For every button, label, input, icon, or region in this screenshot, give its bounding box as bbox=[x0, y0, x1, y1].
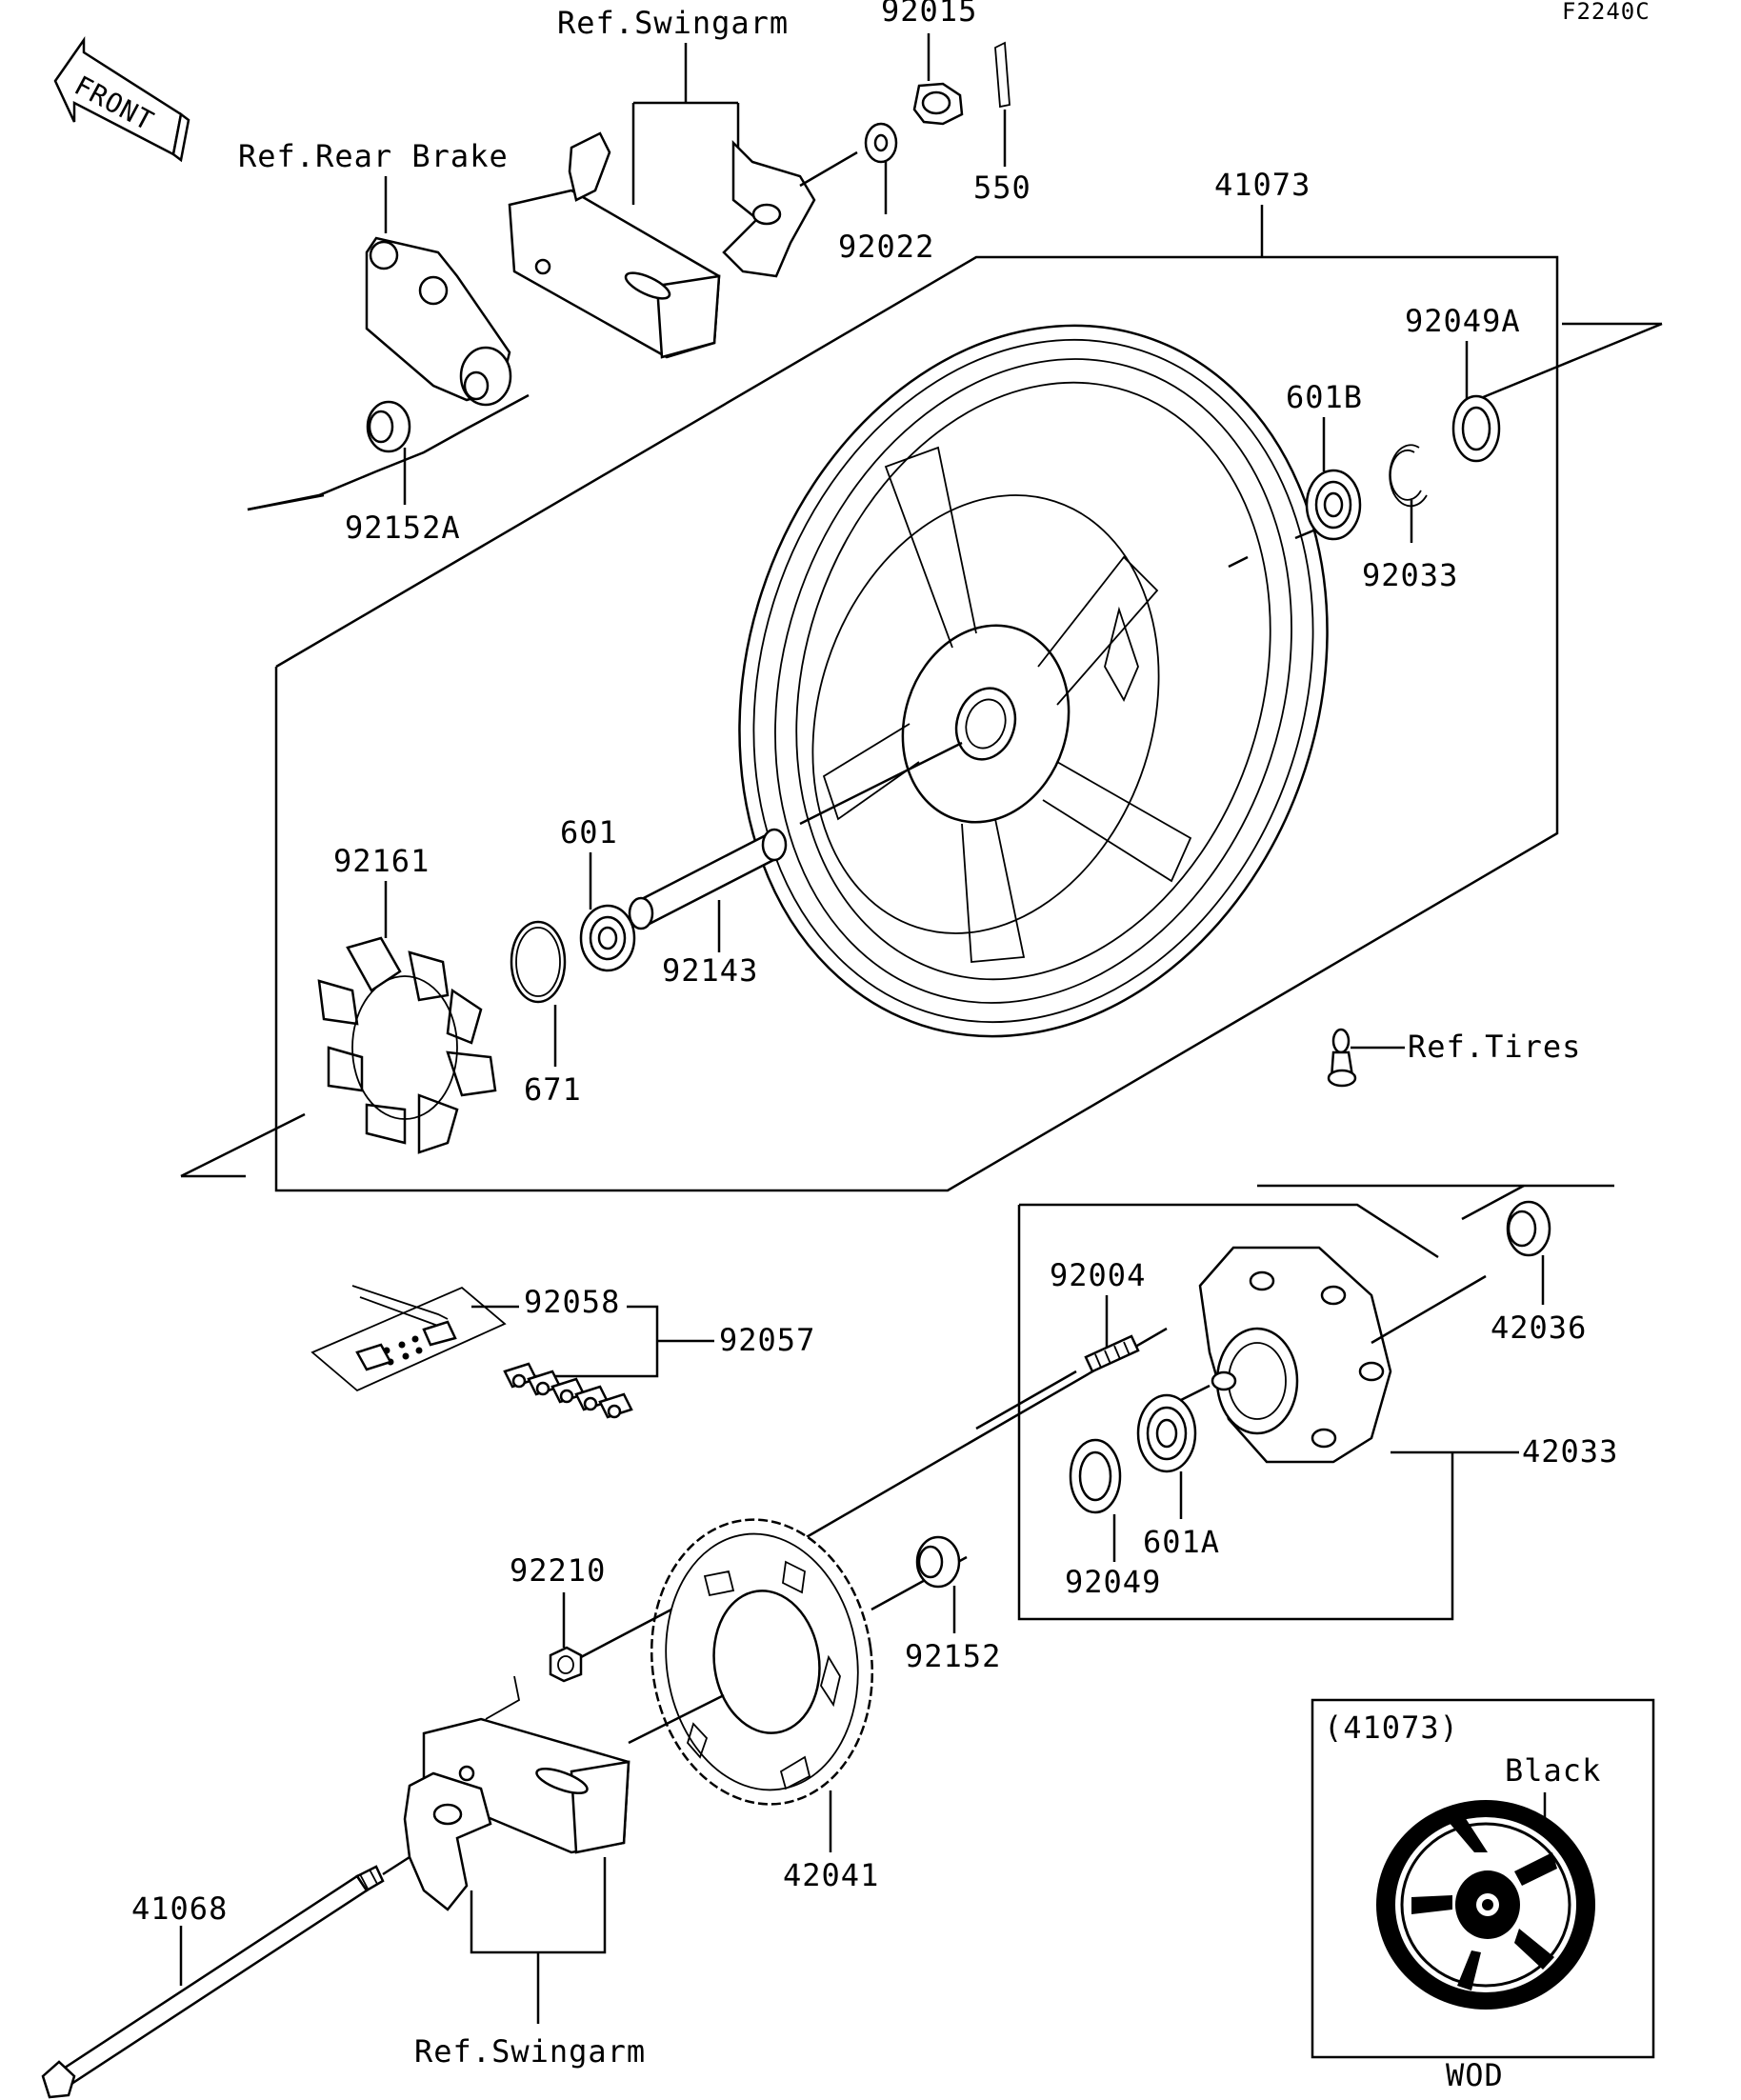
wheel-group-frame bbox=[274, 255, 1559, 1192]
collar-92152A bbox=[366, 400, 411, 453]
part-label-92152: 92152 bbox=[905, 1638, 1001, 1674]
oil-seal-92049 bbox=[1069, 1438, 1122, 1514]
washer-92022 bbox=[864, 122, 898, 164]
castle-nut-92015 bbox=[912, 82, 964, 126]
oil-seal-92049A bbox=[1451, 394, 1501, 463]
rear-axle-41068 bbox=[41, 1865, 385, 2099]
part-label-92004: 92004 bbox=[1050, 1257, 1146, 1293]
stud-92004 bbox=[1084, 1334, 1140, 1373]
chain-adjuster-top bbox=[508, 131, 721, 359]
part-label-92022: 92022 bbox=[838, 229, 934, 265]
part-label-41073: 41073 bbox=[1214, 167, 1311, 203]
part-label-41068: 41068 bbox=[131, 1890, 228, 1927]
part-label-92143: 92143 bbox=[662, 952, 758, 989]
sprocket-coupling-42033 bbox=[1198, 1246, 1392, 1464]
swingarm-end-block-bottom bbox=[403, 1771, 492, 1911]
part-label-42033: 42033 bbox=[1522, 1433, 1618, 1470]
part-label-42041: 42041 bbox=[783, 1857, 879, 1893]
brake-caliper-bracket bbox=[365, 236, 512, 407]
ref-tires-label: Ref.Tires bbox=[1408, 1029, 1581, 1065]
inset-color-code: WOD bbox=[1446, 2057, 1504, 2093]
inset-part-ref: (41073) bbox=[1324, 1710, 1459, 1746]
inset-frame bbox=[1311, 1698, 1655, 2059]
part-label-92152A: 92152A bbox=[345, 510, 461, 546]
collar-92152 bbox=[915, 1535, 961, 1589]
hub-group-frame bbox=[1017, 1205, 1454, 1621]
part-label-550: 550 bbox=[973, 170, 1031, 206]
collar-42036 bbox=[1506, 1200, 1551, 1257]
part-label-601B: 601B bbox=[1286, 379, 1363, 415]
ref-swingarm-bottom-label: Ref.Swingarm bbox=[414, 2033, 646, 2070]
part-label-92049A: 92049A bbox=[1405, 303, 1521, 339]
part-label-42036: 42036 bbox=[1491, 1310, 1587, 1346]
spacer-92143 bbox=[628, 828, 788, 930]
swingarm-end-block-top bbox=[722, 139, 816, 278]
rear-sprocket-42041 bbox=[650, 1518, 874, 1806]
cotter-pin-550 bbox=[994, 41, 1011, 109]
part-label-92210: 92210 bbox=[510, 1552, 606, 1589]
bearing-601B bbox=[1305, 469, 1362, 541]
part-label-671: 671 bbox=[524, 1071, 582, 1108]
rear-wheel-41073 bbox=[738, 324, 1329, 1038]
nut-92210 bbox=[549, 1646, 583, 1683]
circlip-92033 bbox=[1389, 444, 1428, 508]
part-label-601: 601 bbox=[560, 814, 618, 850]
diagram-code: F2240C bbox=[1562, 0, 1651, 25]
chain-joint-link bbox=[310, 1285, 507, 1392]
part-label-92161: 92161 bbox=[333, 843, 430, 879]
hub-damper-92161 bbox=[317, 936, 497, 1154]
chain-adjuster-bottom bbox=[422, 1675, 630, 1854]
inset-black-wheel bbox=[1376, 1800, 1595, 2010]
bearing-601A bbox=[1136, 1393, 1197, 1473]
part-label-601A: 601A bbox=[1143, 1524, 1220, 1560]
part-label-92033: 92033 bbox=[1362, 557, 1458, 593]
part-label-92015: 92015 bbox=[881, 0, 977, 29]
inset-color-label: Black bbox=[1505, 1752, 1601, 1789]
bearing-601 bbox=[579, 904, 636, 972]
part-label-92057: 92057 bbox=[719, 1322, 815, 1358]
drive-chain-92057 bbox=[503, 1362, 633, 1419]
part-label-92058: 92058 bbox=[524, 1284, 620, 1320]
ref-rear-brake-label: Ref.Rear Brake bbox=[238, 138, 509, 174]
ref-swingarm-top-label: Ref.Swingarm bbox=[557, 5, 789, 41]
tire-valve bbox=[1327, 1028, 1357, 1088]
front-arrow-icon: FRONT bbox=[53, 36, 190, 163]
part-label-92049: 92049 bbox=[1065, 1564, 1161, 1600]
o-ring-671 bbox=[510, 920, 567, 1004]
